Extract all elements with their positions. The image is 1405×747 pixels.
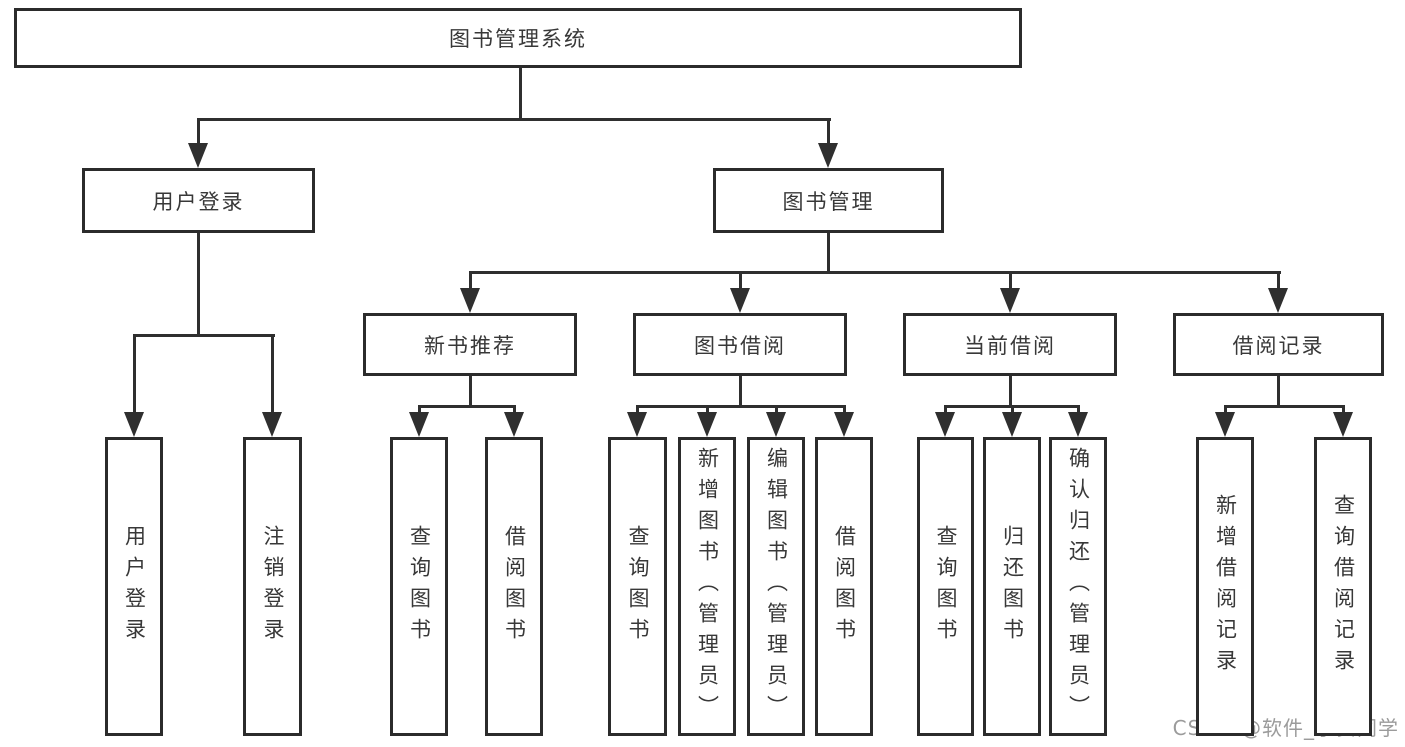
connector-line	[738, 376, 742, 406]
arrowhead-down-icon	[766, 412, 786, 437]
connector-line	[468, 376, 472, 406]
node-leaf-records-add-record: 新增借阅记录	[1196, 437, 1254, 736]
node-borrowing-records: 借阅记录	[1173, 313, 1384, 376]
connector-line	[468, 272, 472, 295]
node-label: 图书管理系统	[449, 27, 587, 51]
node-label: 借阅记录	[1232, 333, 1325, 358]
arrowhead-down-icon	[1000, 288, 1020, 313]
arrowhead-down-icon	[730, 288, 750, 313]
connector-line	[132, 333, 275, 337]
connector-line	[468, 270, 1281, 274]
node-label: 新书推荐	[424, 333, 516, 358]
node-label: 确认归还（管理员）	[1066, 447, 1091, 726]
node-library-management-system: 图书管理系统	[14, 8, 1022, 68]
node-book-borrowing: 图书借阅	[633, 313, 847, 376]
connector-line	[196, 117, 831, 121]
arrowhead-down-icon	[124, 412, 144, 437]
node-label: 查询图书	[934, 524, 958, 649]
arrowhead-down-icon	[935, 412, 955, 437]
connector-line	[1008, 376, 1012, 406]
node-label: 新增借阅记录	[1213, 493, 1238, 680]
node-label: 归还图书	[1000, 524, 1025, 649]
node-label: 查询图书	[626, 524, 650, 649]
connector-line	[270, 335, 274, 419]
node-leaf-current-confirm-return: 确认归还（管理员）	[1049, 437, 1107, 736]
node-leaf-borrowing-query-book: 查询图书	[608, 437, 667, 736]
node-label: 借阅图书	[832, 524, 857, 649]
node-label: 借阅图书	[502, 524, 527, 649]
connector-line	[826, 119, 830, 150]
node-label: 注销登录	[261, 524, 285, 649]
arrowhead-down-icon	[1215, 412, 1235, 437]
connector-line	[826, 233, 830, 272]
node-leaf-borrowing-edit-book: 编辑图书（管理员）	[747, 437, 805, 736]
node-leaf-borrowing-add-book: 新增图书（管理员）	[678, 437, 736, 736]
node-leaf-recommend-query-book: 查询图书	[390, 437, 448, 736]
arrowhead-down-icon	[188, 143, 208, 168]
node-new-book-recommend: 新书推荐	[363, 313, 577, 376]
node-label: 新增图书（管理员）	[695, 447, 720, 726]
node-label: 编辑图书（管理员）	[764, 447, 789, 726]
connector-line	[1008, 272, 1012, 295]
node-label: 图书借阅	[694, 333, 786, 358]
node-user-login: 用户登录	[82, 168, 315, 233]
node-label: 用户登录	[122, 524, 147, 649]
node-leaf-borrowing-borrow-book: 借阅图书	[815, 437, 873, 736]
arrowhead-down-icon	[460, 288, 480, 313]
connector-line	[196, 119, 200, 150]
node-label: 用户登录	[152, 189, 245, 214]
connector-line	[196, 233, 200, 335]
arrowhead-down-icon	[504, 412, 524, 437]
connector-line	[738, 272, 742, 295]
node-leaf-recommend-borrow-book: 借阅图书	[485, 437, 543, 736]
node-book-management: 图书管理	[713, 168, 944, 233]
arrowhead-down-icon	[627, 412, 647, 437]
node-leaf-current-query-book: 查询图书	[917, 437, 974, 736]
connector-line	[1276, 272, 1280, 295]
node-leaf-user-login: 用户登录	[105, 437, 163, 736]
node-label: 查询借阅记录	[1331, 493, 1356, 680]
node-current-borrowing: 当前借阅	[903, 313, 1117, 376]
connector-line	[635, 404, 846, 408]
connector-line	[417, 404, 516, 408]
arrowhead-down-icon	[1333, 412, 1353, 437]
arrowhead-down-icon	[1068, 412, 1088, 437]
arrowhead-down-icon	[1002, 412, 1022, 437]
connector-line	[1223, 404, 1345, 408]
arrowhead-down-icon	[262, 412, 282, 437]
node-label: 图书管理	[782, 189, 875, 214]
node-leaf-logout: 注销登录	[243, 437, 302, 736]
node-leaf-current-return-book: 归还图书	[983, 437, 1041, 736]
arrowhead-down-icon	[1268, 288, 1288, 313]
connector-line	[132, 335, 136, 419]
arrowhead-down-icon	[409, 412, 429, 437]
node-leaf-records-query-record: 查询借阅记录	[1314, 437, 1372, 736]
connector-line	[1276, 376, 1280, 406]
arrowhead-down-icon	[834, 412, 854, 437]
arrowhead-down-icon	[697, 412, 717, 437]
node-label: 当前借阅	[964, 333, 1056, 358]
connector-line	[518, 68, 522, 120]
arrowhead-down-icon	[818, 143, 838, 168]
node-label: 查询图书	[407, 524, 432, 649]
